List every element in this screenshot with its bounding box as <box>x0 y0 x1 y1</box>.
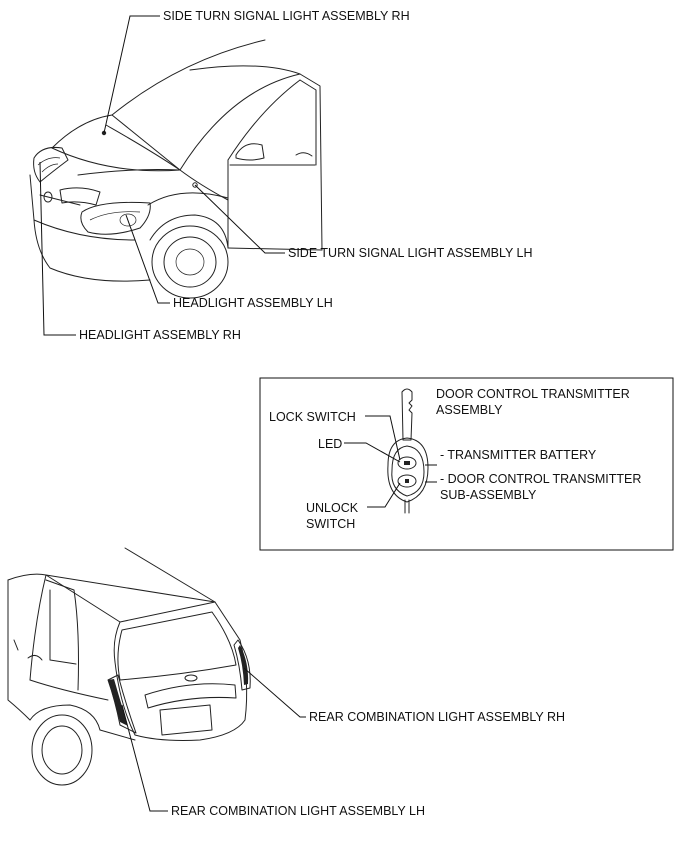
headlight-lh-label: HEADLIGHT ASSEMBLY LH <box>173 295 333 311</box>
lock-switch-label: LOCK SWITCH <box>269 409 356 425</box>
unlock-switch-label-2: SWITCH <box>306 516 355 532</box>
rear-combination-rh-label: REAR COMBINATION LIGHT ASSEMBLY RH <box>309 709 565 725</box>
transmitter-assembly-title-2: ASSEMBLY <box>436 402 502 418</box>
transmitter-sub-assembly-label-2: SUB-ASSEMBLY <box>440 487 536 503</box>
side-turn-signal-lh-label: SIDE TURN SIGNAL LIGHT ASSEMBLY LH <box>288 245 533 261</box>
led-label: LED <box>318 436 342 452</box>
unlock-switch-label-1: UNLOCK <box>306 500 358 516</box>
front-vehicle-drawing <box>30 40 322 298</box>
key-transmitter-drawing <box>388 389 428 513</box>
rear-combination-lh-label: REAR COMBINATION LIGHT ASSEMBLY LH <box>171 803 425 819</box>
rear-vehicle-drawing <box>8 548 250 785</box>
transmitter-battery-label: - TRANSMITTER BATTERY <box>440 447 596 463</box>
rear-leader-lines <box>122 668 306 811</box>
transmitter-assembly-title-1: DOOR CONTROL TRANSMITTER <box>436 386 630 402</box>
headlight-rh-label: HEADLIGHT ASSEMBLY RH <box>79 327 241 343</box>
side-turn-signal-rh-label: SIDE TURN SIGNAL LIGHT ASSEMBLY RH <box>163 8 410 24</box>
transmitter-sub-assembly-label-1: - DOOR CONTROL TRANSMITTER <box>440 471 641 487</box>
